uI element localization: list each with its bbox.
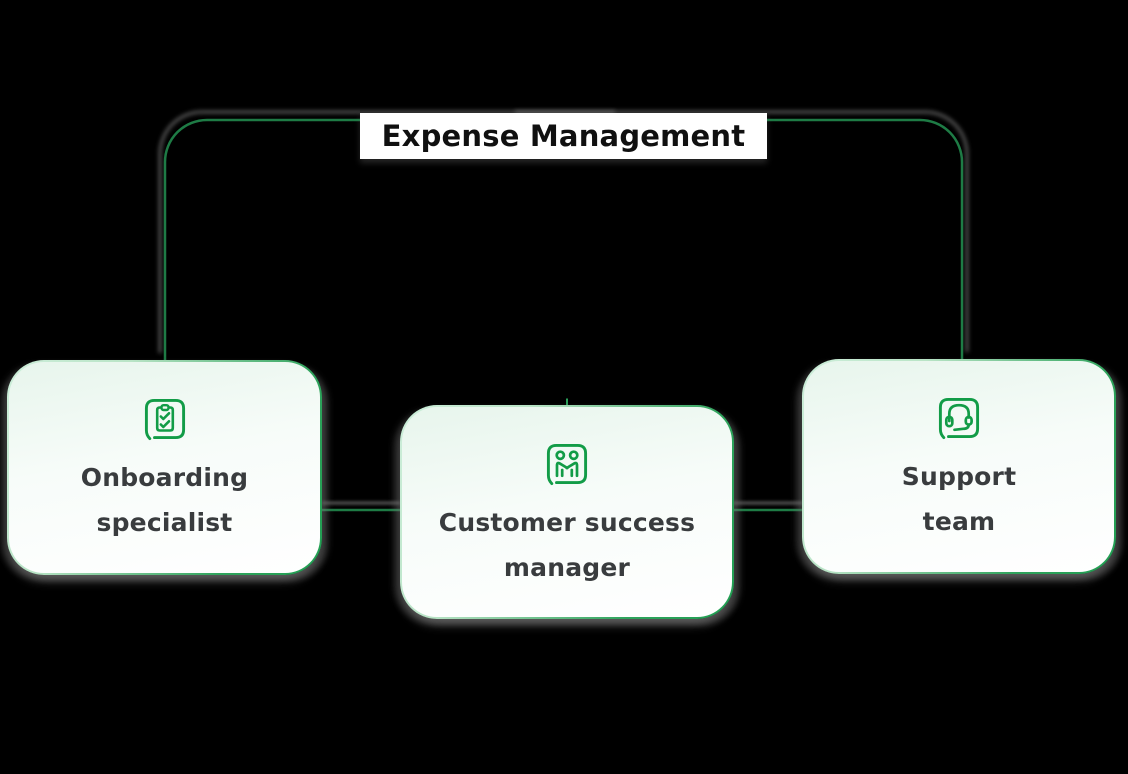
node-label-line1: Support [901,461,1017,491]
node-label-line1: Onboarding [80,462,249,492]
edge-title-to-onboarding [163,118,620,361]
node-label-line1: Customer success [438,507,696,537]
node-card: Customer success manager [401,406,733,618]
node-label-line2: manager [503,552,631,582]
node-label-line2: team [922,506,996,536]
people-meeting-icon [546,443,588,485]
diagram-title: Expense Management [381,119,746,153]
headset-icon [938,397,980,439]
node-label: Onboarding specialist [81,455,248,545]
node-card: Onboarding specialist [8,361,321,574]
node-label: Support team [902,454,1016,544]
node-customer-success-manager[interactable]: Customer success manager [400,405,734,619]
node-onboarding-specialist[interactable]: Onboarding specialist [7,360,322,575]
node-label: Customer success manager [439,500,695,590]
node-label-line2: specialist [96,507,233,537]
edge-title-to-support [510,118,964,360]
diagram-title-node[interactable]: Expense Management [360,113,767,159]
node-card: Support team [803,360,1115,573]
clipboard-check-icon [144,398,185,440]
node-support-team[interactable]: Support team [802,359,1116,574]
